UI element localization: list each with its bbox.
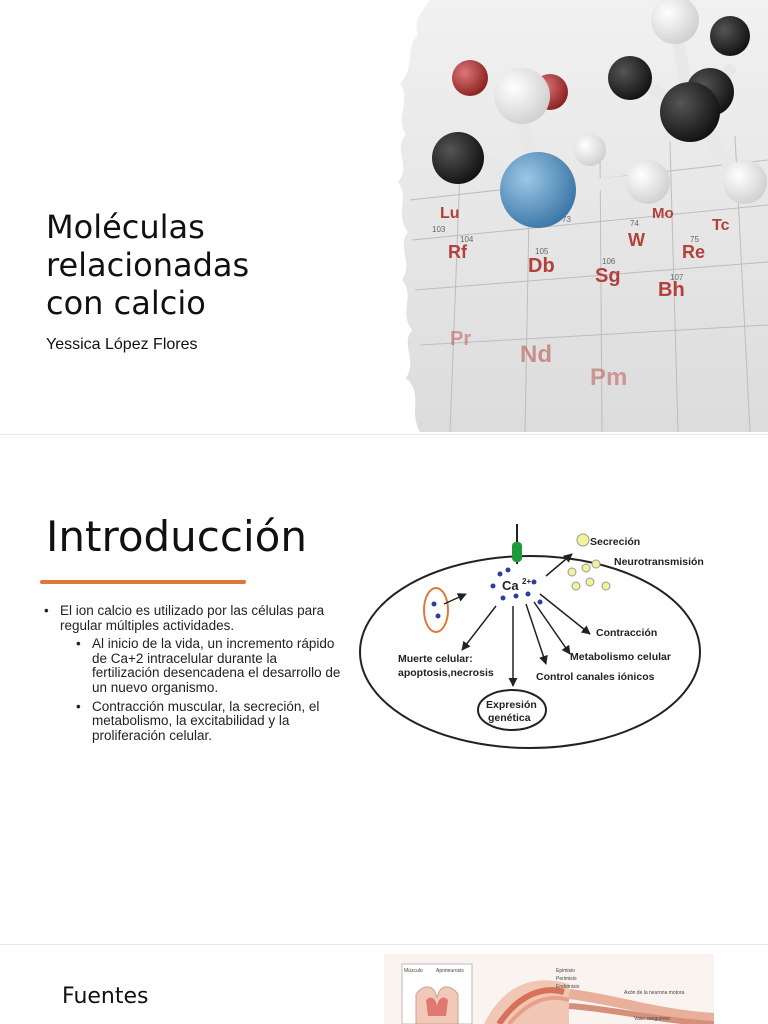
calcium-label: Ca xyxy=(502,578,519,593)
slide-heading: Fuentes xyxy=(62,984,149,1009)
slide-title: Moléculas relacionadas con calcio Yessic… xyxy=(0,0,768,432)
label-secrecion: Secreción xyxy=(590,536,640,548)
molecule-periodic-table-photo: Lu Ta W Re Rf Db Sg Bh Nd Pm Tc Mo Pr 10… xyxy=(398,0,768,432)
number-107: 107 xyxy=(670,273,684,282)
fig-label-axon: Axón de la neurona motora xyxy=(624,990,685,996)
element-tc: Tc xyxy=(712,217,730,234)
label-control-canales: Control canales iónicos xyxy=(536,671,655,683)
gene-expression-node xyxy=(477,689,547,731)
element-nd: Nd xyxy=(520,341,552,368)
element-mo: Mo xyxy=(652,205,674,222)
slide-divider xyxy=(0,434,768,435)
bullet-item: El ion calcio es utilizado por las célul… xyxy=(42,603,342,633)
number-74: 74 xyxy=(630,219,639,228)
element-pm: Pm xyxy=(590,364,627,391)
element-pr: Pr xyxy=(450,328,471,350)
slide-fuentes: Fuentes Músculo Aponeurosis Epimisio Per… xyxy=(0,946,768,1024)
label-metabolismo: Metabolismo celular xyxy=(570,651,671,663)
number-106: 106 xyxy=(602,257,616,266)
element-bh: Bh xyxy=(658,279,685,301)
bullet-item-sub: Contracción muscular, la secreción, el m… xyxy=(74,699,342,744)
slide-divider xyxy=(0,944,768,945)
calcium-channel-icon xyxy=(512,542,522,562)
title-line-1: Moléculas xyxy=(46,208,205,246)
calcium-charge: 2+ xyxy=(522,577,531,586)
fig-label-epimisio: Epimisio xyxy=(556,968,575,974)
slide-heading: Introducción xyxy=(46,512,307,561)
label-genetica: genética xyxy=(488,712,531,724)
fig-label-endomisio: Endomisio xyxy=(556,984,580,990)
element-sg: Sg xyxy=(595,265,621,287)
element-lu: Lu xyxy=(440,205,460,222)
muscle-anatomy-figure: Músculo Aponeurosis Epimisio Perimisio E… xyxy=(384,954,714,1024)
title-line-3: con calcio xyxy=(46,284,206,322)
number-75: 75 xyxy=(690,235,699,244)
slide-introduction: Introducción El ion calcio es utilizado … xyxy=(0,436,768,942)
element-re: Re xyxy=(682,242,705,262)
bullet-item-sub: Al inicio de la vida, un incremento rápi… xyxy=(74,636,342,695)
presentation-title: Moléculas relacionadas con calcio xyxy=(46,208,249,322)
number-103: 103 xyxy=(432,225,446,234)
author-name: Yessica López Flores xyxy=(46,336,198,353)
label-muerte: Muerte celular: xyxy=(398,653,473,665)
calcium-signaling-diagram: Ca 2+ Secreción Neurotransmisión Contrac… xyxy=(359,524,704,749)
element-db: Db xyxy=(528,255,555,277)
number-104: 104 xyxy=(460,235,474,244)
element-w: W xyxy=(628,230,645,250)
number-73: 73 xyxy=(562,215,571,224)
cell-membrane xyxy=(359,555,701,749)
calcium-ions xyxy=(490,567,543,605)
label-neurotransmision: Neurotransmisión xyxy=(614,556,704,568)
organelle-icon xyxy=(423,587,449,633)
label-contraccion: Contracción xyxy=(596,627,657,639)
bullet-list: El ion calcio es utilizado por las célul… xyxy=(42,603,342,747)
accent-underline xyxy=(40,580,246,584)
label-apoptosis: apoptosis,necrosis xyxy=(398,667,494,679)
number-105: 105 xyxy=(535,247,549,256)
title-line-2: relacionadas xyxy=(46,246,250,284)
element-rf: Rf xyxy=(448,242,468,262)
fig-label-aponeurosis: Aponeurosis xyxy=(436,968,464,974)
fig-label-vaso: Vaso sanguíneo xyxy=(634,1016,670,1022)
fig-label-perimisio: Perimisio xyxy=(556,976,577,982)
label-expresion: Expresión xyxy=(486,699,537,711)
vesicles xyxy=(567,533,611,591)
fig-label-musculo: Músculo xyxy=(404,968,423,974)
